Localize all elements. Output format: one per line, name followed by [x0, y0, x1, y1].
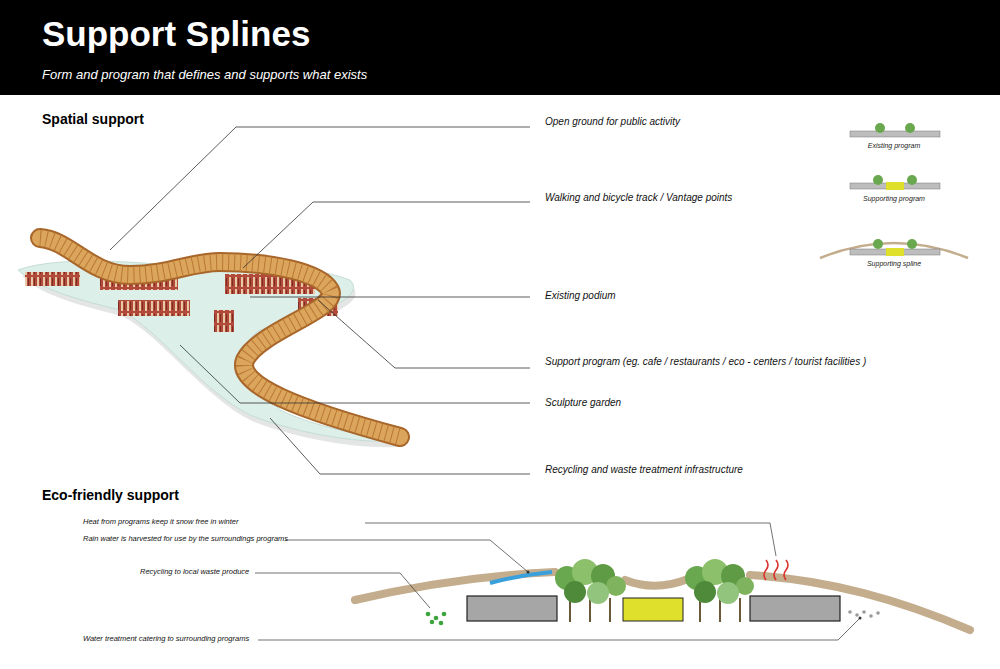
callout-text: Support program (eg. cafe / restaurants … [545, 356, 866, 368]
track-deck [40, 238, 400, 437]
tree-trunk [739, 598, 741, 622]
icon-tree [873, 239, 883, 249]
tree-foliage [717, 582, 739, 604]
leader-line [258, 618, 860, 640]
leader-line [285, 540, 528, 572]
icon-caption: Existing program [868, 142, 921, 150]
callout-text: Open ground for public activity [545, 116, 680, 128]
program-box [623, 598, 683, 621]
callout-text: Recycling and waste treatment infrastruc… [545, 464, 743, 476]
water-dot [848, 610, 852, 614]
icon-program [886, 182, 904, 190]
callout-text: Recycling to local waste produce [140, 568, 249, 577]
callout-text: Sculpture garden [545, 397, 621, 409]
header-bar [0, 0, 1000, 95]
recycling-dot [442, 612, 447, 617]
leader-dot [859, 617, 862, 620]
leader-line [270, 418, 530, 474]
section-heading: Spatial support [42, 111, 144, 127]
icon-tree [907, 239, 917, 249]
section-heading: Eco-friendly support [42, 487, 179, 503]
callout-text: Water treatment catering to surrounding … [83, 635, 249, 644]
podium-facade [214, 310, 234, 332]
support-spline [355, 572, 970, 630]
track-edge [40, 238, 400, 437]
icon-tree [907, 175, 917, 185]
icon-program [886, 248, 904, 256]
icon-ground [850, 183, 940, 189]
recycling-dot [434, 616, 439, 621]
program-box [750, 596, 840, 621]
podium-facade [25, 272, 80, 286]
recycling-dot [430, 620, 435, 625]
water-dot [855, 613, 859, 617]
track-planks [40, 238, 400, 437]
water-dot [876, 611, 880, 615]
icon-tree [905, 123, 915, 133]
leader-dot [527, 571, 530, 574]
subtitle: Form and program that defines and suppor… [42, 68, 367, 83]
heat-wave [774, 560, 778, 580]
tree-trunk [719, 598, 721, 622]
icon-tree [875, 123, 885, 133]
rain-collector [490, 572, 552, 583]
icon-spline [820, 243, 968, 258]
recycling-dot [439, 621, 444, 626]
leader-line [255, 573, 430, 608]
leader-line [110, 127, 530, 250]
tree-foliage [564, 581, 586, 603]
podium-facade [118, 300, 190, 316]
heat-wave [764, 560, 768, 580]
icon-ground [850, 249, 940, 255]
callout-text: Walking and bicycle track / Vantage poin… [545, 192, 732, 204]
callout-text: Rain water is harvested for use by the s… [83, 535, 288, 544]
program-box [467, 596, 557, 621]
icon-tree [873, 175, 883, 185]
callout-text: Existing podium [545, 290, 616, 302]
water-dot [869, 614, 873, 618]
icon-ground [850, 131, 940, 137]
leader-line [180, 345, 530, 403]
tree-trunk [589, 598, 591, 622]
icon-caption: Supporting program [863, 195, 925, 203]
page-title: Support Splines [42, 14, 310, 54]
tree-foliage [587, 582, 609, 604]
leader-line [243, 202, 530, 268]
recycling-dot [426, 612, 431, 617]
tree-trunk [609, 598, 611, 622]
callout-text: Heat from programs keep it snow free in … [83, 518, 238, 527]
tree-foliage [694, 581, 716, 603]
leader-line [250, 297, 530, 298]
leader-line [365, 523, 776, 556]
leader-line [318, 300, 530, 368]
icon-caption: Supporting spline [867, 260, 921, 268]
heat-wave [784, 560, 788, 580]
water-dot [862, 610, 866, 614]
